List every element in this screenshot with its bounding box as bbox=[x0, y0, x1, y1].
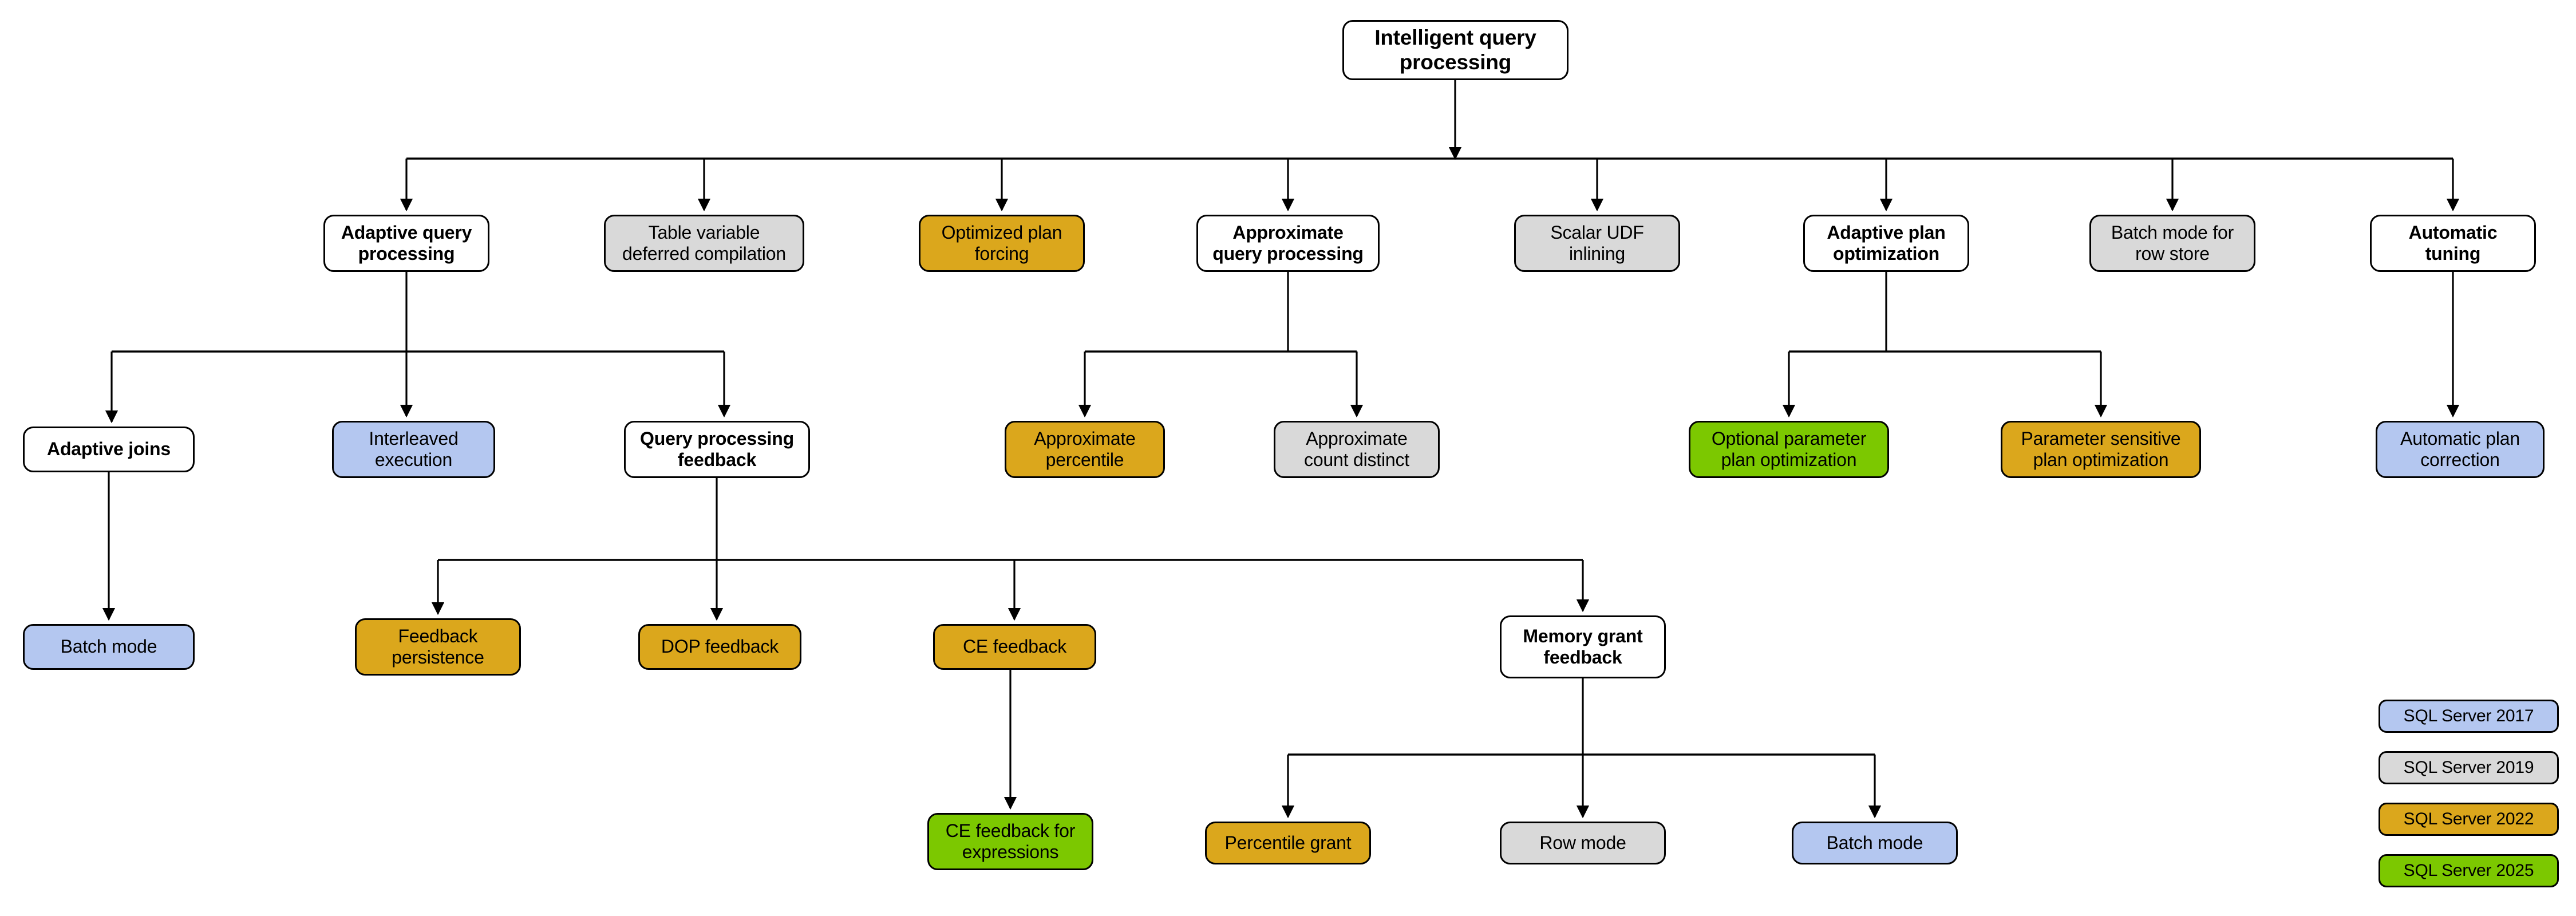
node-table-variable-deferred-compilation[interactable]: Table variable deferred compilation bbox=[604, 215, 804, 272]
edges-qpf bbox=[431, 478, 1590, 621]
node-adaptive-plan-optimization[interactable]: Adaptive plan optimization bbox=[1803, 215, 1969, 272]
edges-apo bbox=[1782, 272, 2108, 418]
node-ce-feedback[interactable]: CE feedback bbox=[933, 624, 1096, 670]
node-automatic-plan-correction[interactable]: Automatic plan correction bbox=[2376, 421, 2545, 478]
node-approximate-percentile[interactable]: Approximate percentile bbox=[1005, 421, 1165, 478]
node-scalar-udf-inlining[interactable]: Scalar UDF inlining bbox=[1514, 215, 1680, 272]
node-adaptive-query-processing[interactable]: Adaptive query processing bbox=[323, 215, 489, 272]
legend-sql-server-2019: SQL Server 2019 bbox=[2379, 751, 2559, 784]
node-row-mode[interactable]: Row mode bbox=[1500, 822, 1666, 864]
node-batch-mode-adaptive-joins[interactable]: Batch mode bbox=[23, 624, 195, 670]
node-interleaved-execution[interactable]: Interleaved execution bbox=[332, 421, 495, 478]
node-root[interactable]: Intelligent query processing bbox=[1342, 20, 1568, 80]
edges-aqp bbox=[105, 272, 731, 424]
node-adaptive-joins[interactable]: Adaptive joins bbox=[23, 427, 195, 472]
node-approximate-count-distinct[interactable]: Approximate count distinct bbox=[1274, 421, 1440, 478]
node-approximate-query-processing[interactable]: Approximate query processing bbox=[1196, 215, 1380, 272]
legend-sql-server-2017: SQL Server 2017 bbox=[2379, 700, 2559, 733]
edges-root-to-level2 bbox=[400, 80, 2460, 212]
node-parameter-sensitive-plan-optimization[interactable]: Parameter sensitive plan optimization bbox=[2001, 421, 2201, 478]
legend-sql-server-2025: SQL Server 2025 bbox=[2379, 854, 2559, 887]
node-ce-feedback-for-expressions[interactable]: CE feedback for expressions bbox=[927, 813, 1093, 870]
node-batch-mode-memory-grant[interactable]: Batch mode bbox=[1792, 822, 1958, 864]
node-feedback-persistence[interactable]: Feedback persistence bbox=[355, 618, 521, 676]
edges-aqp2 bbox=[1078, 272, 1364, 418]
node-automatic-tuning[interactable]: Automatic tuning bbox=[2370, 215, 2536, 272]
node-percentile-grant[interactable]: Percentile grant bbox=[1205, 822, 1371, 864]
legend-sql-server-2022: SQL Server 2022 bbox=[2379, 803, 2559, 836]
node-query-processing-feedback[interactable]: Query processing feedback bbox=[624, 421, 810, 478]
node-optimized-plan-forcing[interactable]: Optimized plan forcing bbox=[919, 215, 1085, 272]
node-memory-grant-feedback[interactable]: Memory grant feedback bbox=[1500, 615, 1666, 678]
edges-mgf bbox=[1281, 678, 1882, 819]
node-optional-parameter-plan-optimization[interactable]: Optional parameter plan optimization bbox=[1689, 421, 1889, 478]
node-dop-feedback[interactable]: DOP feedback bbox=[638, 624, 801, 670]
node-batch-mode-for-row-store[interactable]: Batch mode for row store bbox=[2089, 215, 2255, 272]
